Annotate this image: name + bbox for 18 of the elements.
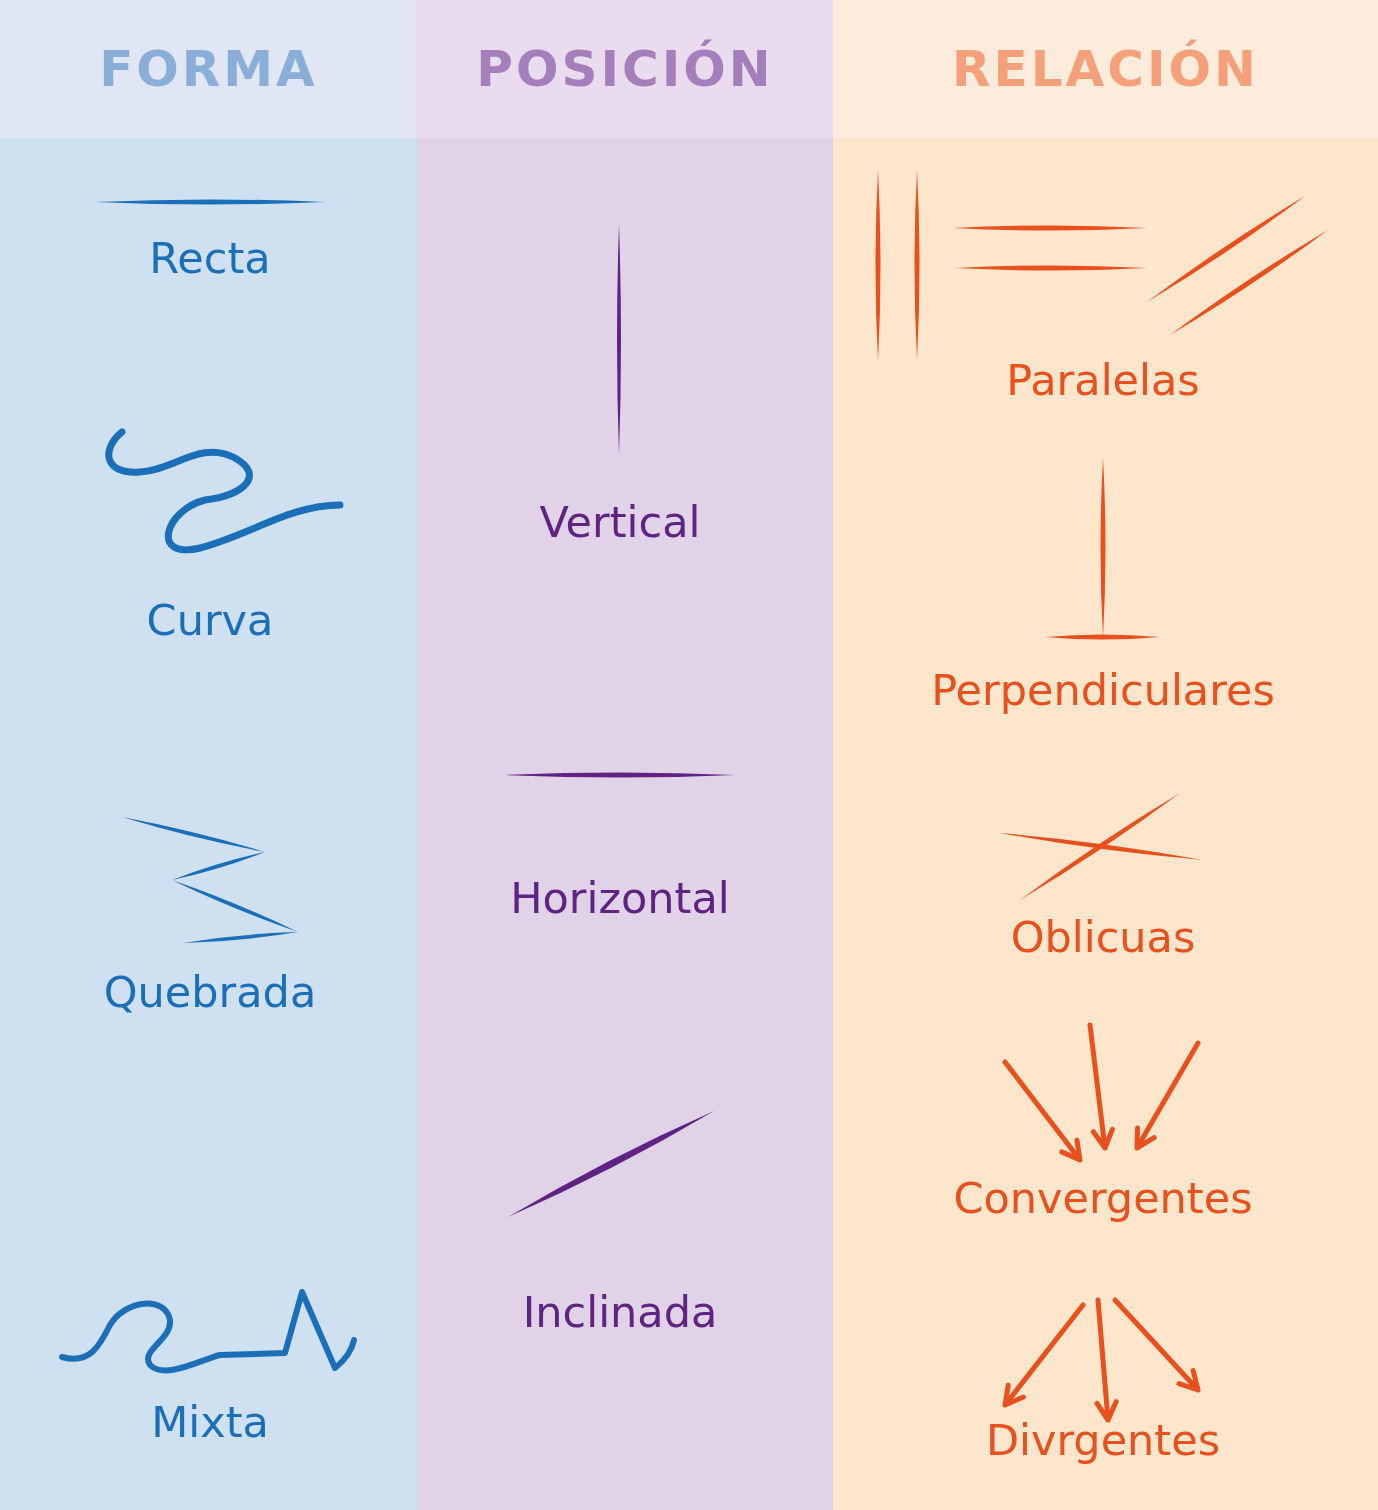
line-type-label: Inclinada [522, 1287, 718, 1337]
column-heading: RELACIÓN [952, 40, 1259, 98]
line-type-label: Vertical [539, 497, 701, 547]
line-type-label: Curva [146, 595, 274, 645]
line-type-label: Quebrada [103, 967, 317, 1017]
column-panel [417, 0, 833, 1510]
column-heading: POSICIÓN [476, 40, 774, 98]
line-type-label: Perpendiculares [931, 665, 1275, 715]
line-type-label: Mixta [151, 1397, 269, 1447]
line-type-label: Paralelas [1006, 355, 1200, 405]
line-type-label: Oblicuas [1010, 912, 1196, 962]
column-heading: FORMA [99, 40, 318, 98]
line-type-label: Divrgentes [985, 1415, 1221, 1465]
column-panel [833, 0, 1378, 1510]
line-type-label: Horizontal [510, 873, 730, 923]
line-type-label: Convergentes [953, 1173, 1253, 1223]
line-type-label: Recta [149, 233, 271, 283]
column-panel [0, 0, 417, 1510]
